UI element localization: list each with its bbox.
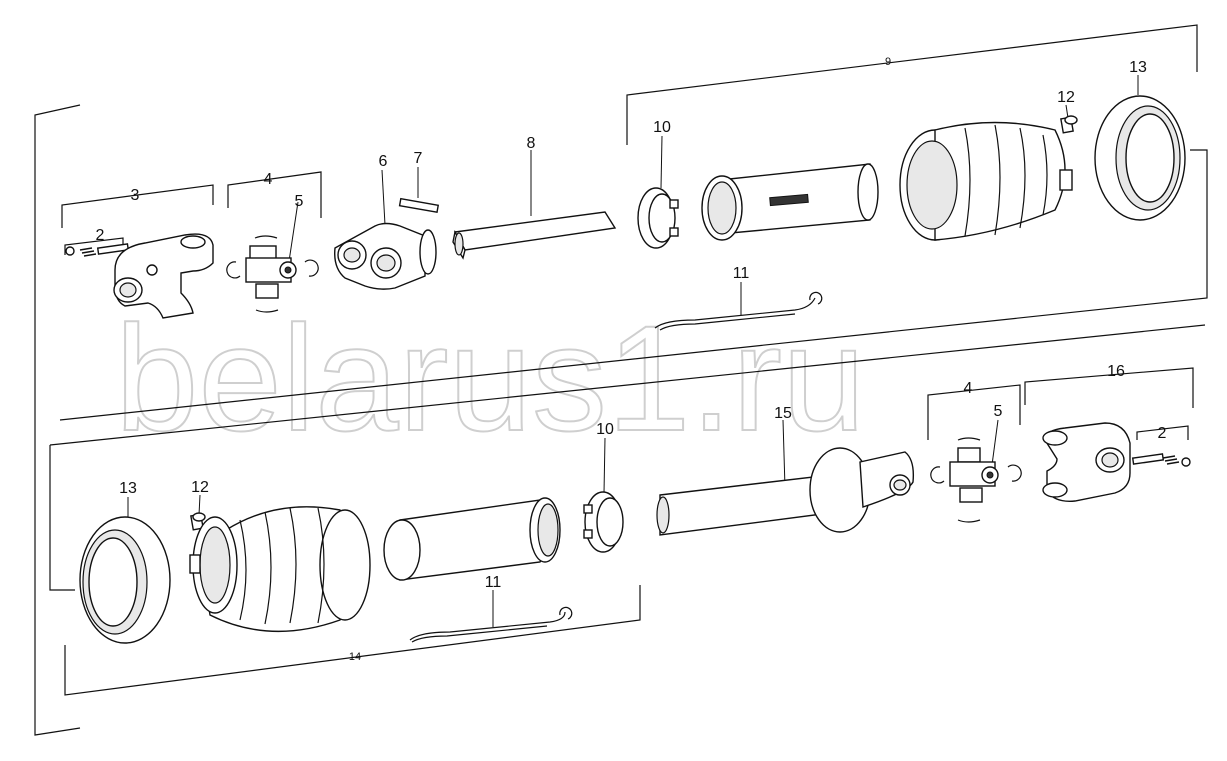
callout-5-top: 5 (295, 193, 304, 210)
part-outer-tube-bottom (383, 497, 561, 581)
callouts-top: 2 3 4 5 6 7 8 9 10 11 12 13 (96, 56, 1147, 282)
part-guard-cone-bottom (189, 506, 371, 632)
callout-13-top: 13 (1129, 59, 1147, 76)
callout-14: 14 (349, 651, 361, 663)
leader-lines (127, 75, 1139, 627)
part-10-bearing-ring-bottom (583, 491, 624, 553)
part-2-lock-bolt-top (65, 243, 130, 257)
part-13-dust-cover-top (1094, 95, 1186, 221)
part-11-safety-chain-top (654, 291, 823, 331)
callout-10-bottom: 10 (596, 421, 614, 438)
callout-13-bottom: 13 (119, 480, 137, 497)
part-3-yoke-top (113, 233, 214, 319)
part-16-yoke-bottom (1042, 422, 1131, 502)
part-guard-cone-top (899, 121, 1073, 241)
callout-11-top: 11 (733, 265, 750, 282)
part-10-bearing-ring-top (637, 187, 679, 249)
part-7-pin (398, 197, 440, 214)
part-12-screw-bottom (190, 512, 206, 531)
callout-16: 16 (1107, 363, 1125, 380)
callout-12-bottom: 12 (191, 479, 209, 496)
callout-10-top: 10 (653, 119, 671, 136)
callout-12-top: 12 (1057, 89, 1075, 106)
callouts-bottom: 13 12 11 10 14 15 4 5 16 2 (119, 363, 1166, 663)
part-2-lock-bolt-bottom (1131, 453, 1191, 467)
part-13-dust-cover-bottom (79, 516, 171, 644)
callout-6: 6 (379, 153, 388, 170)
watermark: belarus1.ru (115, 294, 865, 462)
part-12-screw-top (1060, 115, 1078, 134)
part-outer-tube-top (701, 163, 879, 241)
callout-3: 3 (131, 187, 140, 204)
part-4-cross-spider-bottom (930, 437, 1022, 523)
part-8-inner-profile-tube (452, 211, 617, 260)
callout-4-top: 4 (264, 171, 273, 188)
callout-2-bottom: 2 (1158, 425, 1167, 442)
callout-2-top: 2 (96, 227, 105, 244)
callout-15: 15 (774, 405, 792, 422)
callout-8: 8 (527, 135, 536, 152)
callout-4-bottom: 4 (964, 380, 973, 397)
callout-7: 7 (414, 150, 423, 167)
part-15-inner-tube-with-yoke (656, 447, 915, 536)
callout-11-bottom: 11 (485, 574, 502, 591)
part-4-cross-spider-top (226, 235, 319, 313)
assembly-brackets (34, 24, 1208, 736)
part-11-safety-chain-bottom (409, 606, 573, 643)
part-6-inner-yoke (334, 222, 437, 290)
callout-9: 9 (885, 56, 891, 68)
callout-5-bottom: 5 (994, 403, 1003, 420)
